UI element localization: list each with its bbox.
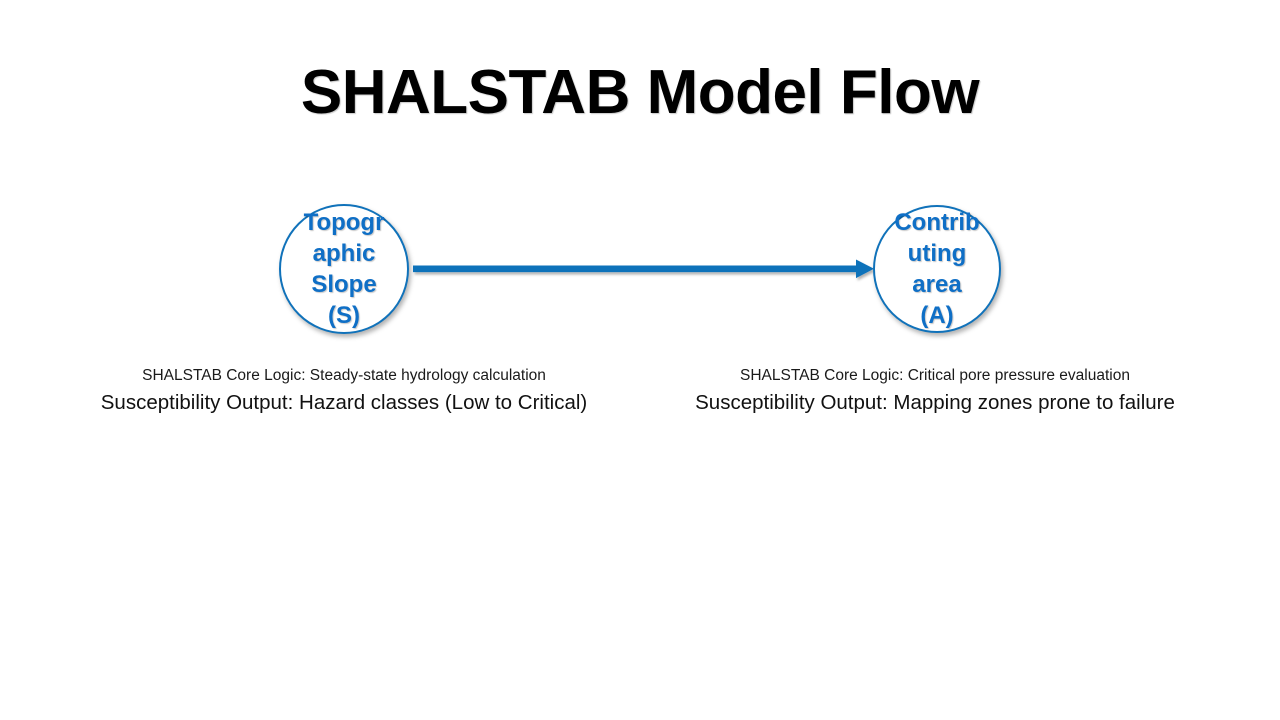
caption-left-susceptibility-output: Susceptibility Output: Hazard classes (L… [100, 391, 588, 414]
caption-right-susceptibility-output: Susceptibility Output: Mapping zones pro… [695, 391, 1175, 414]
caption-right: SHALSTAB Core Logic: Critical pore press… [661, 365, 1209, 416]
caption-right-core-logic: SHALSTAB Core Logic: Critical pore press… [740, 367, 1130, 384]
caption-left-core-logic: SHALSTAB Core Logic: Steady-state hydrol… [142, 367, 546, 384]
node-contributing-area[interactable]: Contributing area (A) [873, 205, 1001, 333]
arrow-slope-to-area-icon[interactable] [408, 248, 878, 290]
node-contributing-area-label: Contributing area (A) [894, 209, 980, 329]
node-topographic-slope[interactable]: Topographic Slope (S) [279, 204, 409, 334]
page-title: SHALSTAB Model Flow [300, 58, 980, 127]
caption-left: SHALSTAB Core Logic: Steady-state hydrol… [70, 365, 618, 416]
node-topographic-slope-label: Topographic Slope (S) [303, 209, 385, 329]
